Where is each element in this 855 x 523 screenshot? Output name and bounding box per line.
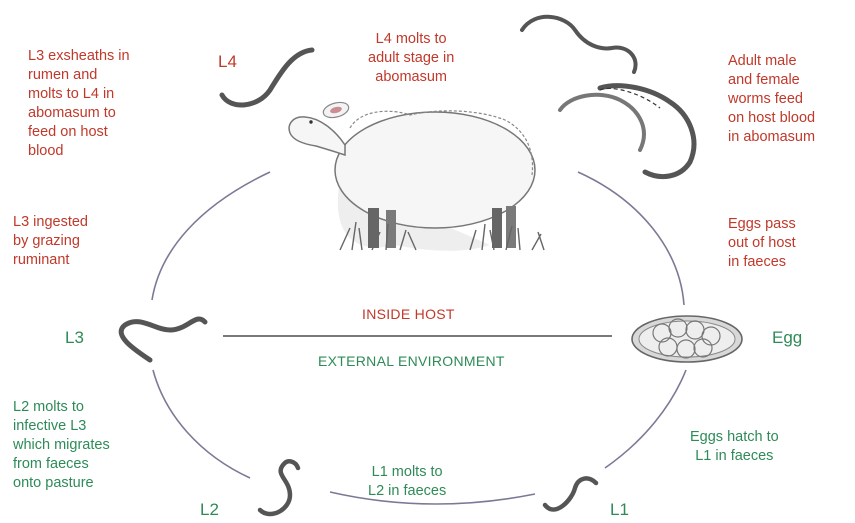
l3-worm-icon (121, 319, 205, 360)
note-eggs-pass: Eggs pass out of host in faeces (728, 215, 796, 272)
stage-label-l1: L1 (610, 500, 629, 520)
stage-label-l4: L4 (218, 52, 237, 72)
egg-icon (632, 316, 742, 362)
note-l3-ingested: L3 ingested by grazing ruminant (13, 213, 88, 270)
l2-worm-icon (260, 461, 298, 514)
note-l4-molts: L4 molts to adult stage in abomasum (368, 30, 454, 87)
stage-label-l2: L2 (200, 500, 219, 520)
l1-worm-icon (545, 478, 596, 509)
external-environment-label: EXTERNAL ENVIRONMENT (318, 353, 505, 369)
note-eggs-hatch: Eggs hatch to L1 in faeces (690, 428, 779, 466)
stage-label-l3: L3 (65, 328, 84, 348)
cycle-arc-left-lower (153, 370, 250, 478)
cycle-arc-right-upper (578, 172, 684, 305)
note-adults-feed: Adult male and female worms feed on host… (728, 52, 815, 147)
l4-molting-worm-icon (522, 17, 636, 72)
note-l2-molts: L2 molts to infective L3 which migrates … (13, 398, 110, 493)
inside-host-label: INSIDE HOST (362, 306, 455, 322)
note-l3-exsheaths: L3 exsheaths in rumen and molts to L4 in… (28, 47, 130, 161)
cycle-arc-left-upper (152, 172, 270, 300)
cycle-arc-right-lower (605, 370, 686, 468)
note-l1-molts: L1 molts to L2 in faeces (368, 463, 446, 501)
sheep-illustration (289, 100, 544, 251)
adult-worms-icon (560, 86, 694, 177)
stage-label-egg: Egg (772, 328, 802, 348)
